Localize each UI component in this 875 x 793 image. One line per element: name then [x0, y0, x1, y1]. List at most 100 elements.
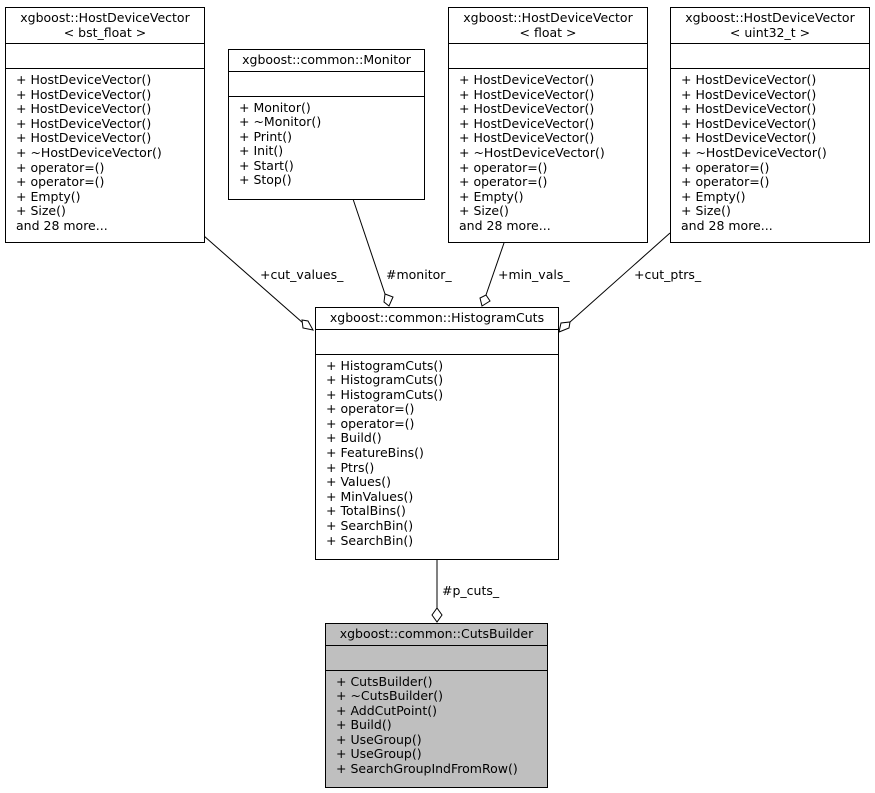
- methods-section: + HostDeviceVector() + HostDeviceVector(…: [6, 69, 204, 238]
- method: + CutsBuilder(): [336, 673, 433, 689]
- class-title: xgboost::HostDeviceVector < float >: [449, 8, 647, 44]
- method: + ~HostDeviceVector(): [16, 144, 162, 160]
- method: + Size(): [681, 203, 731, 219]
- edge-monitor-diamond: [383, 293, 394, 307]
- method: + HostDeviceVector(): [681, 72, 817, 87]
- class-title: xgboost::HostDeviceVector < bst_float >: [6, 8, 204, 44]
- method: + HostDeviceVector(): [16, 101, 152, 117]
- method: + HostDeviceVector(): [459, 86, 595, 102]
- method: + HistogramCuts(): [326, 357, 444, 373]
- more-methods: and 28 more...: [681, 217, 773, 233]
- method: + operator=(): [326, 415, 415, 431]
- method: + ~HostDeviceVector(): [681, 144, 827, 160]
- method: + HostDeviceVector(): [16, 86, 152, 102]
- template-param: < uint32_t >: [729, 24, 811, 40]
- method: + operator=(): [681, 174, 770, 190]
- method: + SearchGroupIndFromRow(): [336, 761, 518, 777]
- class-hostdevicevector-uint32[interactable]: xgboost::HostDeviceVector < uint32_t > +…: [670, 7, 870, 243]
- class-name: xgboost::HostDeviceVector: [463, 10, 633, 25]
- method: + SearchBin(): [326, 518, 414, 534]
- method: + UseGroup(): [336, 731, 422, 747]
- edge-cut-values: [203, 235, 304, 324]
- methods-section: + CutsBuilder() + ~CutsBuilder() + AddCu…: [326, 671, 547, 781]
- template-param: < float >: [519, 24, 577, 40]
- method: + operator=(): [16, 159, 105, 175]
- attributes-section: [671, 44, 869, 69]
- method: + Size(): [459, 203, 509, 219]
- class-monitor[interactable]: xgboost::common::Monitor + Monitor() + ~…: [228, 49, 425, 200]
- method: + AddCutPoint(): [336, 702, 437, 718]
- method: + Ptrs(): [326, 459, 375, 475]
- method: + TotalBins(): [326, 503, 406, 519]
- attributes-section: [316, 330, 558, 355]
- class-cuts-builder[interactable]: xgboost::common::CutsBuilder + CutsBuild…: [325, 623, 548, 788]
- method: + HostDeviceVector(): [681, 115, 817, 131]
- class-name: xgboost::common::Monitor: [242, 52, 411, 67]
- edge-label-cut-ptrs: +cut_ptrs_: [634, 267, 702, 282]
- method: + HostDeviceVector(): [681, 86, 817, 102]
- class-hostdevicevector-float[interactable]: xgboost::HostDeviceVector < float > + Ho…: [448, 7, 648, 243]
- attributes-section: [449, 44, 647, 69]
- edge-label-cut-values: +cut_values_: [260, 267, 344, 282]
- method: + FeatureBins(): [326, 445, 424, 461]
- methods-section: + HistogramCuts() + HistogramCuts() + Hi…: [316, 355, 558, 553]
- more-methods: and 28 more...: [16, 217, 108, 233]
- method: + Values(): [326, 474, 392, 490]
- edge-min-vals: [485, 242, 505, 296]
- edge-cut-ptrs: [569, 232, 671, 323]
- method: + HistogramCuts(): [326, 386, 444, 402]
- method: + HostDeviceVector(): [16, 130, 152, 146]
- edge-cut-values-diamond: [301, 319, 314, 331]
- method: + Init(): [239, 143, 284, 159]
- edge-p-cuts-diamond: [431, 607, 443, 623]
- method: + Empty(): [681, 188, 746, 204]
- class-name: xgboost::HostDeviceVector: [20, 10, 190, 25]
- class-title: xgboost::common::CutsBuilder: [326, 624, 547, 646]
- class-title: xgboost::common::Monitor: [229, 50, 424, 72]
- method: + HostDeviceVector(): [459, 101, 595, 117]
- method: + Empty(): [459, 188, 524, 204]
- more-methods: and 28 more...: [459, 217, 551, 233]
- method: + operator=(): [681, 159, 770, 175]
- method: + operator=(): [459, 174, 548, 190]
- methods-section: + HostDeviceVector() + HostDeviceVector(…: [449, 69, 647, 238]
- method: + Print(): [239, 128, 292, 144]
- method: + Empty(): [16, 188, 81, 204]
- method: + Build(): [326, 430, 382, 446]
- method: + Stop(): [239, 172, 292, 188]
- method: + Build(): [336, 717, 392, 733]
- attributes-section: [229, 72, 424, 97]
- edge-monitor: [352, 198, 386, 295]
- method: + ~Monitor(): [239, 114, 322, 130]
- class-title: xgboost::common::HistogramCuts: [316, 308, 558, 330]
- method: + operator=(): [459, 159, 548, 175]
- method: + HistogramCuts(): [326, 372, 444, 388]
- methods-section: + HostDeviceVector() + HostDeviceVector(…: [671, 69, 869, 238]
- methods-section: + Monitor() + ~Monitor() + Print() + Ini…: [229, 97, 424, 193]
- method: + HostDeviceVector(): [16, 72, 152, 87]
- method: + MinValues(): [326, 488, 414, 504]
- method: + HostDeviceVector(): [459, 130, 595, 146]
- edge-min-vals-diamond: [479, 294, 491, 307]
- method: + operator=(): [326, 401, 415, 417]
- method: + ~HostDeviceVector(): [459, 144, 605, 160]
- method: + HostDeviceVector(): [681, 101, 817, 117]
- attributes-section: [326, 646, 547, 671]
- template-param: < bst_float >: [63, 24, 147, 40]
- method: + Size(): [16, 203, 66, 219]
- edge-cut-ptrs-diamond: [558, 321, 571, 333]
- class-histogram-cuts[interactable]: xgboost::common::HistogramCuts + Histogr…: [315, 307, 559, 560]
- edge-label-min-vals: +min_vals_: [498, 267, 570, 282]
- method: + HostDeviceVector(): [16, 115, 152, 131]
- method: + HostDeviceVector(): [681, 130, 817, 146]
- class-name: xgboost::HostDeviceVector: [685, 10, 855, 25]
- class-name: xgboost::common::HistogramCuts: [329, 310, 545, 325]
- method: + UseGroup(): [336, 746, 422, 762]
- method: + HostDeviceVector(): [459, 115, 595, 131]
- method: + SearchBin(): [326, 532, 414, 548]
- class-hostdevicevector-bst-float[interactable]: xgboost::HostDeviceVector < bst_float > …: [5, 7, 205, 243]
- method: + ~CutsBuilder(): [336, 688, 443, 704]
- method: + Start(): [239, 157, 294, 173]
- class-name: xgboost::common::CutsBuilder: [339, 626, 534, 641]
